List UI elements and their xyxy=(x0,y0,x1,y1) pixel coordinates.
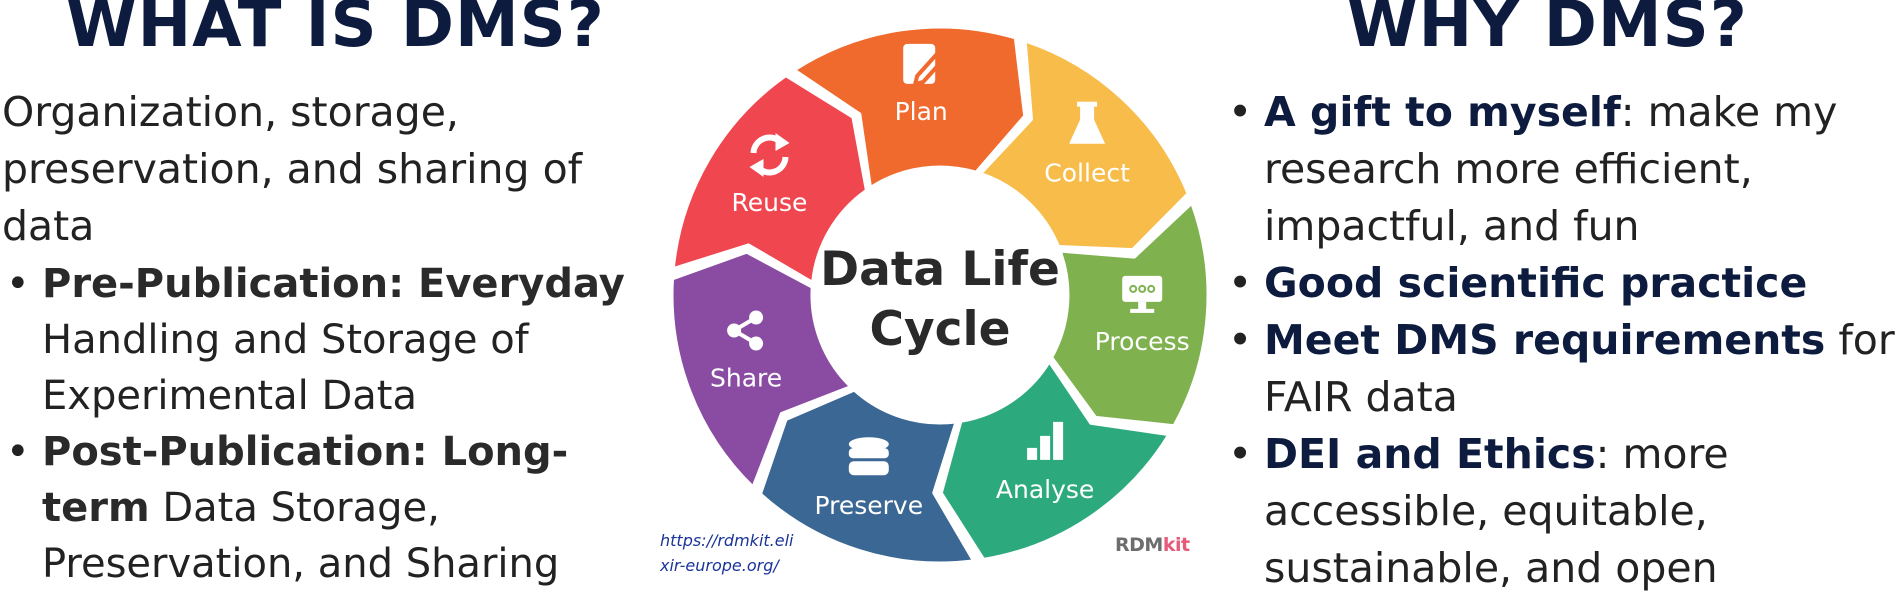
database-icon-layer xyxy=(848,448,889,459)
source-link-line2: xir-europe.org/ xyxy=(660,556,779,575)
left-title: WHAT IS DMS? xyxy=(66,0,605,62)
flask-icon xyxy=(1069,101,1106,144)
right-bullet-bold: DEI and Ethics xyxy=(1264,430,1596,478)
edit-icon xyxy=(903,43,944,87)
left-bullet-bold: Post-Publication: Long-term xyxy=(42,429,569,531)
right-bullet-bold: Meet DMS requirements xyxy=(1264,316,1826,364)
right-bullet: Good scientific practice xyxy=(1222,255,1898,312)
right-bullet-bold: A gift to myself xyxy=(1264,88,1621,136)
refresh-icon-arrow xyxy=(749,159,764,177)
monitor-icon-dot xyxy=(1138,284,1147,293)
right-bullet-text: for FAIR data xyxy=(1264,316,1895,421)
refresh-icon-arrow xyxy=(775,133,790,151)
left-bullet-list: Pre-Publication: Everyday Handling and S… xyxy=(0,256,660,592)
left-bullet-text: Handling and Storage of Experimental Dat… xyxy=(42,317,529,419)
segment-label-preserve: Preserve xyxy=(814,491,923,520)
right-bullet-text: : more accessible, equitable, sustainabl… xyxy=(1264,430,1729,592)
bar-chart-icon-bar xyxy=(1053,421,1064,460)
left-intro: Organization, storage, preservation, and… xyxy=(2,88,583,250)
share-icon xyxy=(727,310,764,351)
database-icon xyxy=(848,437,889,476)
flask-icon-rim xyxy=(1077,101,1098,107)
right-bullet-text: : make my research more efficient, impac… xyxy=(1264,88,1838,250)
refresh-icon xyxy=(749,133,790,177)
center-label-line2: Cycle xyxy=(870,302,1011,357)
left-bullet-bold: Pre-Publication: Everyday xyxy=(42,261,625,307)
monitor-icon-base xyxy=(1130,308,1155,313)
segment-label-plan: Plan xyxy=(895,97,948,126)
left-bullet: Pre-Publication: Everyday Handling and S… xyxy=(0,256,660,424)
bar-chart-icon-bar xyxy=(1027,447,1038,460)
logo-part1: RDM xyxy=(1115,534,1163,556)
segment-label-collect: Collect xyxy=(1044,159,1130,188)
bar-chart-icon-bar xyxy=(1040,435,1051,460)
source-link-line1: https://rdmkit.eli xyxy=(660,531,794,550)
monitor-icon-screen xyxy=(1122,275,1163,302)
edit-icon-paper xyxy=(903,43,936,84)
right-bullet: A gift to myself: make my research more … xyxy=(1222,84,1898,255)
monitor-icon-stand xyxy=(1138,301,1147,310)
segment-label-share: Share xyxy=(710,364,782,393)
monitor-icon-dot xyxy=(1129,284,1138,293)
edit-icon-pencil xyxy=(912,52,944,87)
left-bullet: Post-Publication: Long-term Data Storage… xyxy=(0,424,660,592)
segment-label-reuse: Reuse xyxy=(732,188,808,217)
flask-icon-body xyxy=(1069,105,1106,144)
logo-part2: kit xyxy=(1162,534,1190,556)
right-bullet-bold: Good scientific practice xyxy=(1264,259,1808,307)
database-icon-top xyxy=(848,437,889,452)
share-icon-node xyxy=(749,336,764,351)
bar-chart-icon xyxy=(1027,421,1064,460)
monitor-icon xyxy=(1122,275,1163,313)
database-icon-layer xyxy=(848,461,889,476)
segment-label-process: Process xyxy=(1095,327,1190,356)
right-title: WHY DMS? xyxy=(1347,0,1748,62)
left-bullet-text: Data Storage, Preservation, and Sharing xyxy=(42,485,560,587)
source-link[interactable]: https://rdmkit.eli xir-europe.org/ xyxy=(660,528,810,578)
center-circle xyxy=(812,167,1068,423)
segment-label-analyse: Analyse xyxy=(996,475,1094,504)
share-icon-node xyxy=(749,310,764,325)
right-bullet: DEI and Ethics: more accessible, equitab… xyxy=(1222,426,1898,597)
center-label-line1: Data Life xyxy=(820,242,1060,297)
rdmkit-logo: RDMkit xyxy=(1115,534,1190,556)
share-icon-node xyxy=(727,323,742,338)
right-bullet-list: A gift to myself: make my research more … xyxy=(1222,84,1898,597)
monitor-icon-dot xyxy=(1147,284,1156,293)
right-bullet: Meet DMS requirements for FAIR data xyxy=(1222,312,1898,426)
